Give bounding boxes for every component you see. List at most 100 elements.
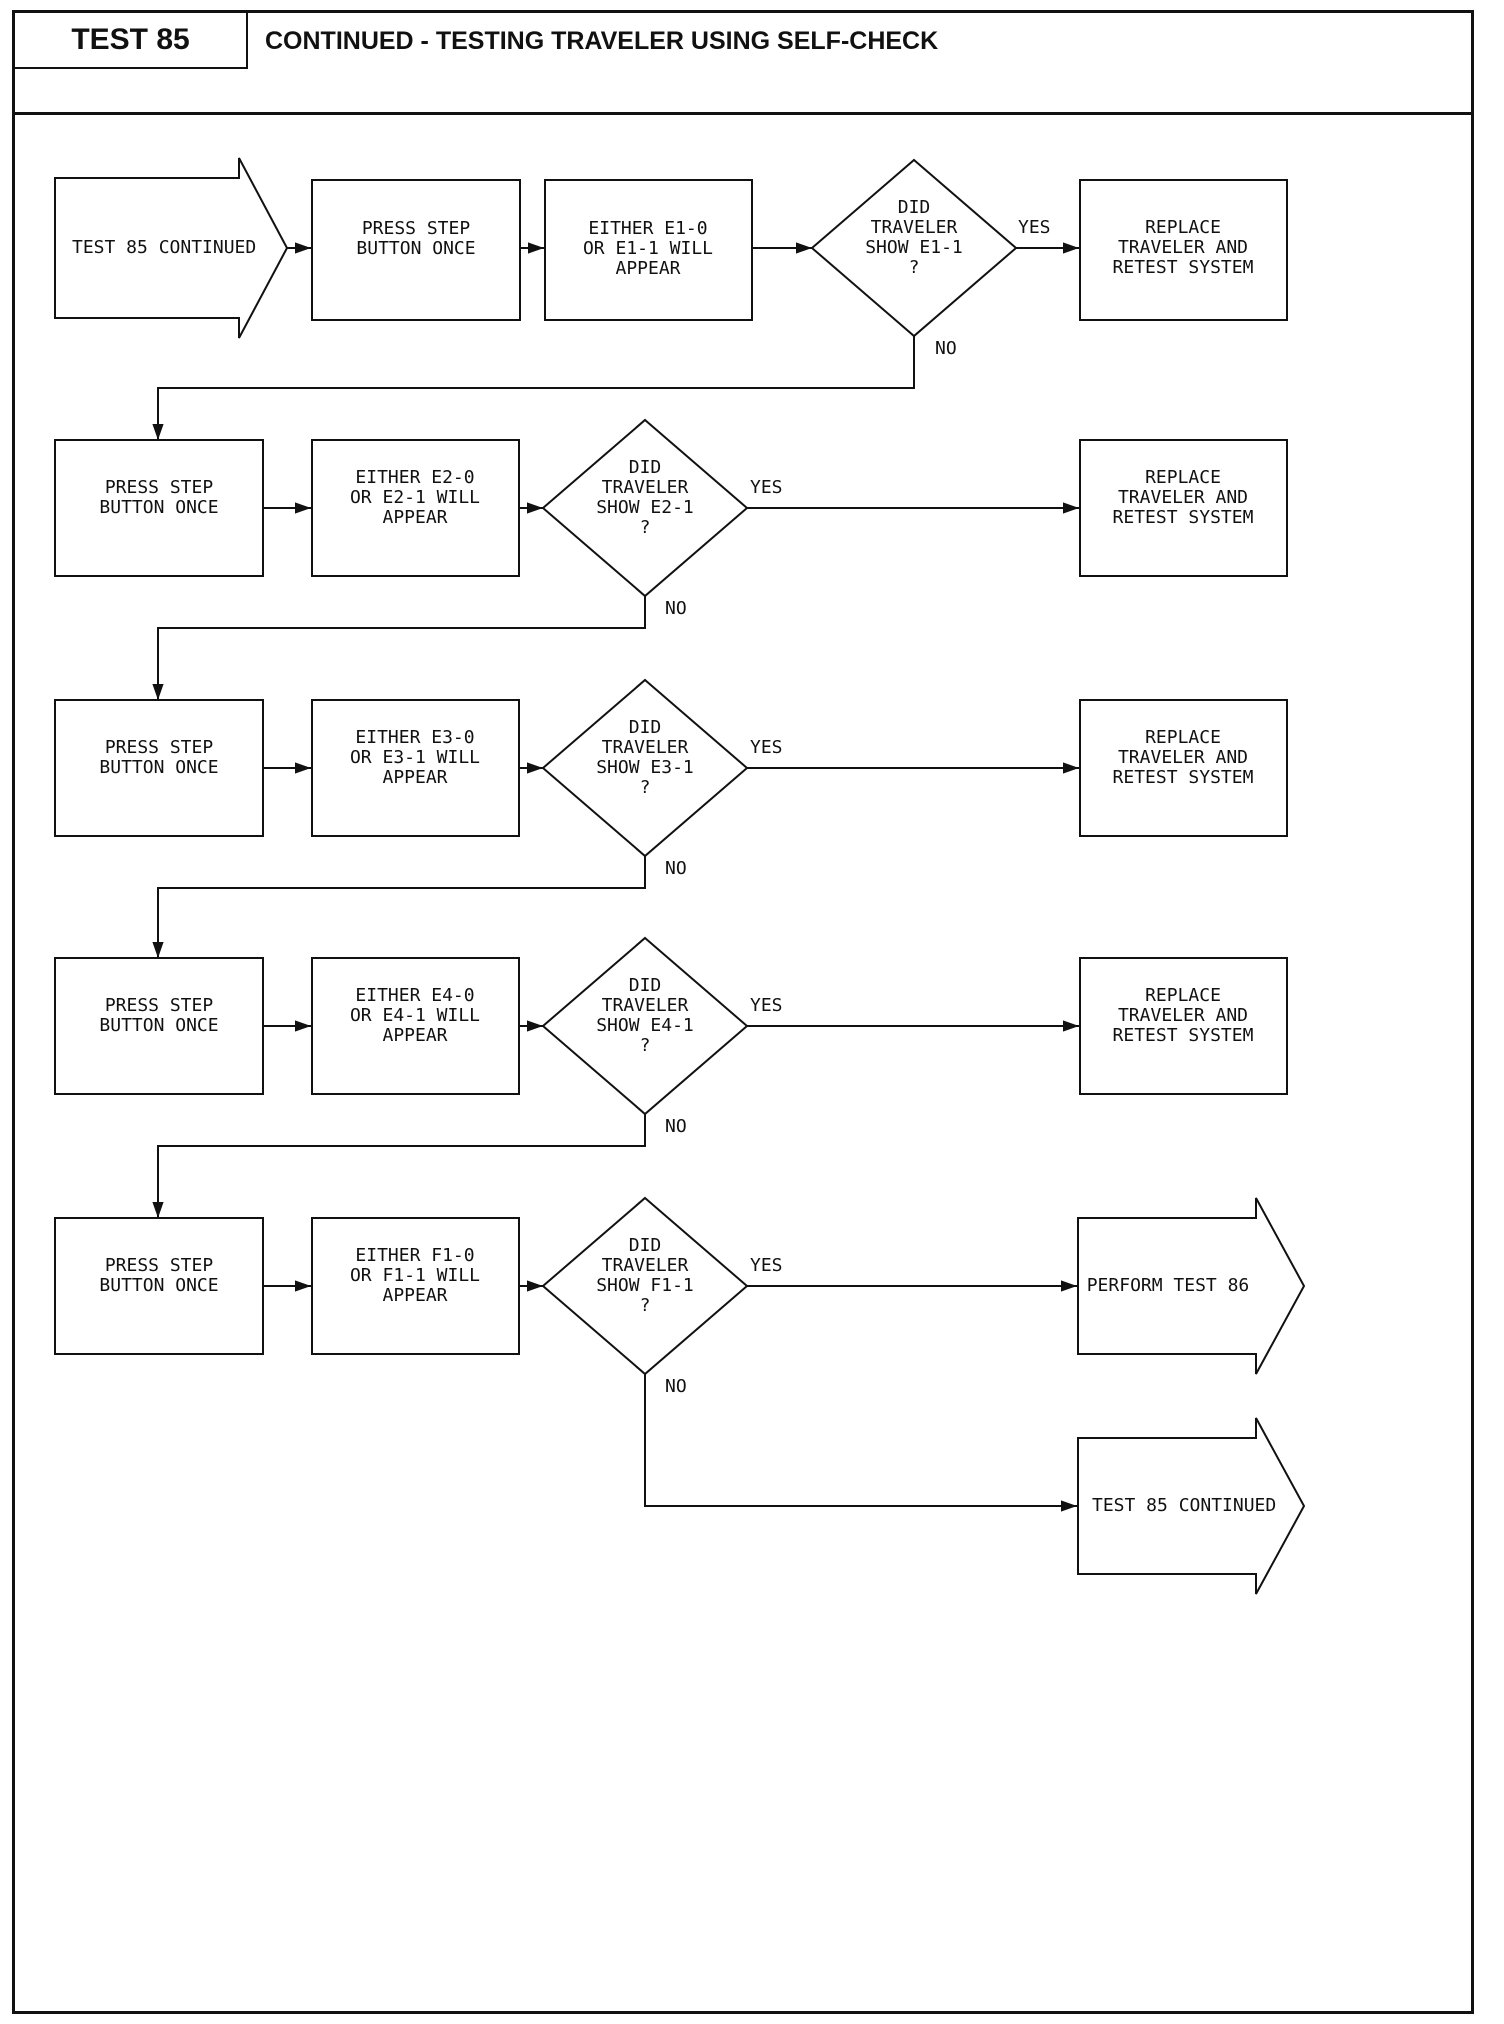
connector-no-5: [644, 1374, 1077, 1512]
either-text-1-line: EITHER E1-0: [588, 218, 707, 239]
decision-text-5-line: ?: [640, 1295, 651, 1316]
press-step-text-2-line: BUTTON ONCE: [99, 497, 218, 518]
decision-text-4-line: TRAVELER: [602, 995, 689, 1016]
either-text-4-line: APPEAR: [382, 1025, 447, 1046]
no-label-2: NO: [665, 598, 687, 619]
either-text-3-line: APPEAR: [382, 767, 447, 788]
decision-text-3-line: DID: [629, 717, 662, 738]
either-box-5: [311, 1217, 520, 1355]
either-text-5-line: APPEAR: [382, 1285, 447, 1306]
either-text-5-line: EITHER F1-0: [355, 1245, 474, 1266]
either-text-4-line: OR E4-1 WILL: [350, 1005, 480, 1026]
connector-no-2: [152, 596, 646, 700]
result-text-1-line: TRAVELER AND: [1118, 237, 1248, 258]
either-box-1: [544, 179, 753, 321]
page-title: CONTINUED - TESTING TRAVELER USING SELF-…: [265, 27, 939, 55]
test-number-label: TEST 85: [15, 13, 248, 69]
no-label-5: NO: [665, 1376, 687, 1397]
result-box-2: [1079, 439, 1288, 577]
press-step-box-5: [54, 1217, 264, 1355]
decision-text-5-line: DID: [629, 1235, 662, 1256]
decision-text-2-line: ?: [640, 517, 651, 538]
decision-text-2-line: SHOW E2-1: [596, 497, 694, 518]
press-step-box-4: [54, 957, 264, 1095]
press-step-text-3-line: PRESS STEP: [105, 737, 214, 758]
no-label-3: NO: [665, 858, 687, 879]
decision-text-3-line: TRAVELER: [602, 737, 689, 758]
start-connector-label: TEST 85 CONTINUED: [72, 237, 256, 258]
decision-text-1-line: TRAVELER: [871, 217, 958, 238]
end-connector-label: TEST 85 CONTINUED: [1092, 1495, 1276, 1516]
result-text-4-line: REPLACE: [1145, 985, 1221, 1006]
press-step-text-3-line: BUTTON ONCE: [99, 757, 218, 778]
press-step-text-1-line: PRESS STEP: [362, 218, 471, 239]
press-step-text-1-line: BUTTON ONCE: [356, 238, 475, 259]
result-text-3-line: TRAVELER AND: [1118, 747, 1248, 768]
result-box-3: [1079, 699, 1288, 837]
either-text-2-line: APPEAR: [382, 507, 447, 528]
perform-test-text: PERFORM TEST 86: [1087, 1275, 1250, 1296]
perform-test-text-line: PERFORM TEST 86: [1087, 1275, 1250, 1296]
either-text-5-line: OR F1-1 WILL: [350, 1265, 480, 1286]
result-text-4-line: TRAVELER AND: [1118, 1005, 1248, 1026]
no-label-4: NO: [665, 1116, 687, 1137]
end-connector-arrow: [1077, 1417, 1306, 1595]
either-text-4-line: EITHER E4-0: [355, 985, 474, 1006]
result-text-4-line: RETEST SYSTEM: [1113, 1025, 1254, 1046]
either-box-2: [311, 439, 520, 577]
no-label-1: NO: [935, 338, 957, 359]
press-step-text-4-line: PRESS STEP: [105, 995, 214, 1016]
decision-text-5-line: TRAVELER: [602, 1255, 689, 1276]
either-text-2-line: OR E2-1 WILL: [350, 487, 480, 508]
either-box-3: [311, 699, 520, 837]
decision-text-5-line: SHOW F1-1: [596, 1275, 694, 1296]
header-band: TEST 85 CONTINUED - TESTING TRAVELER USI…: [15, 13, 1471, 115]
start-connector-arrow: [54, 157, 289, 339]
either-text-3-line: EITHER E3-0: [355, 727, 474, 748]
yes-label-1: YES: [1018, 217, 1051, 238]
yes-label-2: YES: [750, 477, 783, 498]
connector-no-1: [152, 336, 915, 440]
result-text-2-line: TRAVELER AND: [1118, 487, 1248, 508]
result-text-2-line: RETEST SYSTEM: [1113, 507, 1254, 528]
decision-text-2-line: TRAVELER: [602, 477, 689, 498]
press-step-text-5-line: BUTTON ONCE: [99, 1275, 218, 1296]
press-step-text-5-line: PRESS STEP: [105, 1255, 214, 1276]
decision-text-1-line: ?: [909, 257, 920, 278]
decision-text-4-line: SHOW E4-1: [596, 1015, 694, 1036]
perform-test-arrow: [1077, 1197, 1306, 1375]
press-step-text-4-line: BUTTON ONCE: [99, 1015, 218, 1036]
decision-text-3-line: SHOW E3-1: [596, 757, 694, 778]
either-text-3-line: OR E3-1 WILL: [350, 747, 480, 768]
decision-text-4-line: ?: [640, 1035, 651, 1056]
yes-label-4: YES: [750, 995, 783, 1016]
decision-text-4-line: DID: [629, 975, 662, 996]
decision-text-1-line: SHOW E1-1: [865, 237, 963, 258]
result-box-1: [1079, 179, 1288, 321]
press-step-box-1: [311, 179, 521, 321]
yes-label-3: YES: [750, 737, 783, 758]
decision-text-3-line: ?: [640, 777, 651, 798]
result-box-4: [1079, 957, 1288, 1095]
result-text-1-line: RETEST SYSTEM: [1113, 257, 1254, 278]
press-step-text-2-line: PRESS STEP: [105, 477, 214, 498]
either-text-2-line: EITHER E2-0: [355, 467, 474, 488]
either-text-1-line: APPEAR: [615, 258, 680, 279]
